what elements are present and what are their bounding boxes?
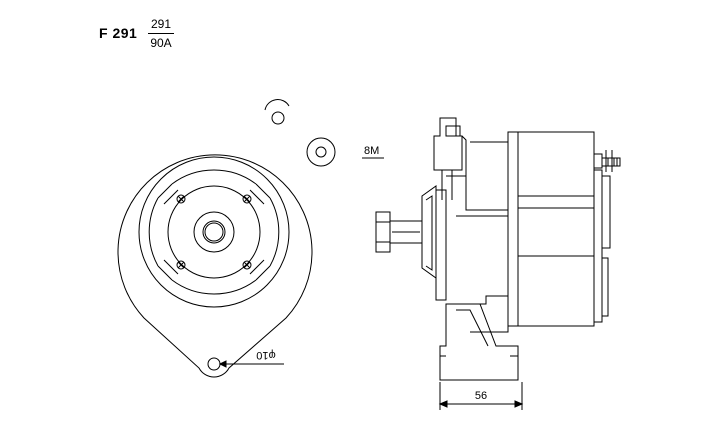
current-rating: 90A [150, 36, 172, 50]
pulley-nut [375, 211, 391, 253]
hole-arrow [218, 360, 227, 368]
terminal-washer-bore [315, 146, 327, 158]
screw-icon [242, 260, 252, 270]
upper-ear [433, 117, 463, 171]
model-code: F 291 [99, 25, 138, 41]
terminal-arc [264, 99, 290, 111]
hub-bore [202, 220, 226, 244]
housing-outline [117, 154, 313, 378]
terminal-bolt [593, 150, 621, 172]
side-view: 56 [375, 117, 621, 410]
terminal-stud [271, 111, 285, 125]
terminal-detail: 8M [264, 99, 384, 167]
part-number: 291 [150, 17, 172, 31]
terminal-thread-label: 8M [364, 145, 379, 157]
spec-fraction: 291 90A [146, 17, 176, 50]
front-view: φ10 [117, 154, 313, 378]
fraction-rule [148, 33, 174, 34]
screw-icon [176, 194, 186, 204]
mount-width-label: 56 [475, 390, 487, 402]
front-housing [435, 189, 447, 301]
front-flange [421, 185, 437, 279]
terminal-washer [306, 137, 336, 167]
screw-icon [176, 260, 186, 270]
inner-ring [138, 156, 290, 308]
rear-cover [507, 131, 595, 327]
cooling-spokes [148, 169, 280, 295]
screw-icon [242, 194, 252, 204]
mount-hole [207, 357, 221, 371]
hub-outer [193, 211, 235, 253]
hub-bore-inner [204, 222, 224, 242]
rotor-ring [167, 185, 261, 279]
mount-hole-label: φ10 [256, 349, 275, 361]
mount-foot [439, 303, 519, 381]
